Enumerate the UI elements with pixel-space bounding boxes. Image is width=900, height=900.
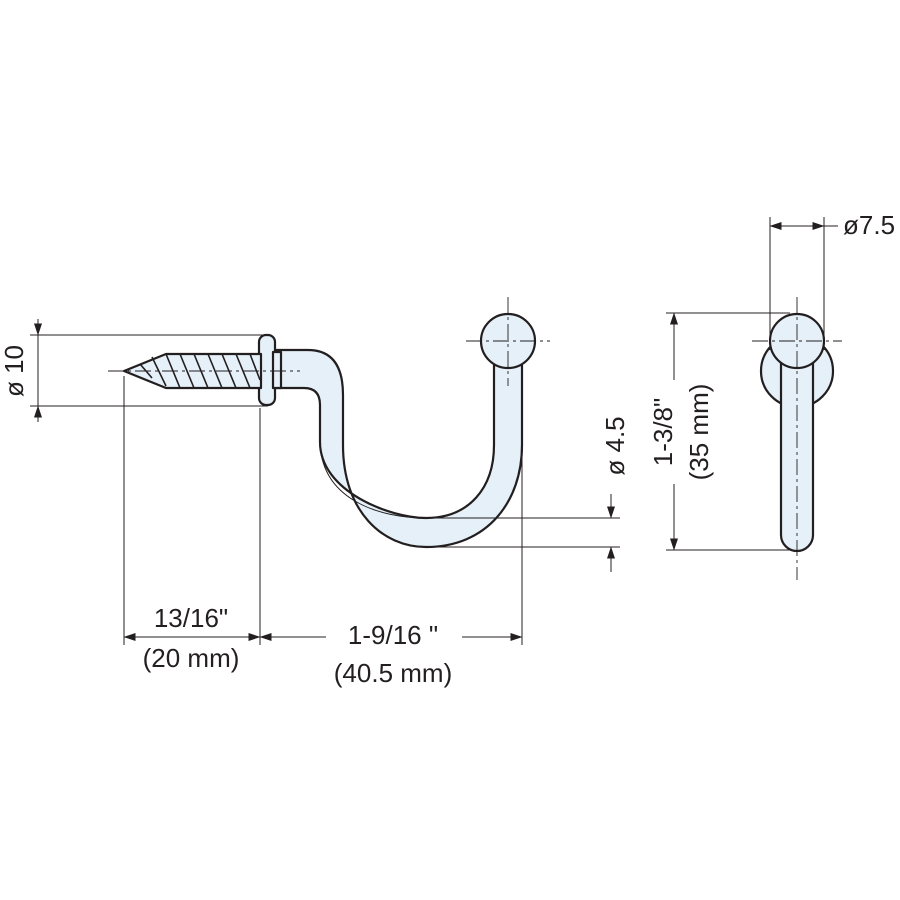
height-mm-label: (35 mm): [684, 384, 714, 481]
dimension-reach: 1-9/16 " (40.5 mm): [259, 445, 523, 688]
height-in-label: 1-3/8": [648, 398, 678, 467]
ball-diameter-label: ø7.5: [843, 210, 895, 240]
head-diameter-label: ø 10: [0, 345, 29, 397]
side-view: [108, 297, 550, 549]
dimension-ball-diameter: ø7.5: [769, 210, 895, 350]
dimension-wire-diameter: ø 4.5: [426, 416, 630, 572]
dimension-height: 1-3/8" (35 mm): [648, 312, 790, 551]
dimension-head-diameter: ø 10: [0, 319, 268, 422]
hook-inner-bend: [319, 439, 427, 519]
wire-end-front: [779, 360, 815, 553]
front-view: [752, 297, 842, 580]
wire-diameter-label: ø 4.5: [600, 416, 630, 475]
screw-length-in-label: 13/16": [154, 603, 228, 633]
screw-collar: [271, 350, 283, 390]
dimension-screw-length: 13/16" (20 mm): [123, 376, 261, 673]
screw-length-mm-label: (20 mm): [143, 643, 240, 673]
hook-wire-body: [273, 348, 524, 549]
reach-in-label: 1-9/16 ": [348, 620, 438, 650]
reach-mm-label: (40.5 mm): [334, 658, 452, 688]
